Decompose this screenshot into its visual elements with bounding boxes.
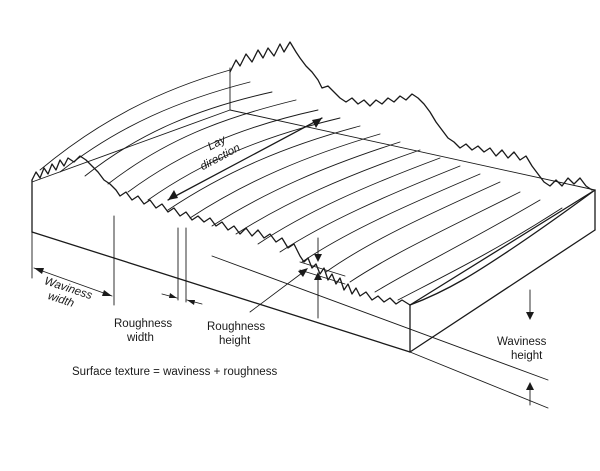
right-end-profile: [409, 189, 596, 306]
waviness-height-dimension: [211, 255, 549, 409]
roughness-height-text-2: height: [219, 335, 251, 347]
back-rough-profile: [229, 41, 593, 191]
waviness-height-text-1: Waviness: [497, 336, 547, 348]
lay-direction-label: Lay direction: [198, 133, 242, 173]
block-outline: [31, 67, 596, 353]
lay-lines: [39, 69, 563, 301]
waviness-width-dimension: [31, 215, 115, 306]
lay-direction-arrow: [167, 117, 323, 201]
waviness-width-label: Waviness width: [43, 275, 94, 310]
caption: Surface texture = waviness + roughness: [72, 366, 277, 378]
roughness-height-dimension: [249, 237, 346, 319]
waviness-height-text-2: height: [511, 350, 543, 362]
roughness-width-text-1: Roughness: [114, 318, 172, 330]
roughness-width-dimension: [161, 227, 203, 305]
roughness-height-text-1: Roughness: [207, 321, 265, 333]
roughness-width-text-2: width: [126, 332, 154, 344]
front-rough-profile: [31, 155, 411, 306]
